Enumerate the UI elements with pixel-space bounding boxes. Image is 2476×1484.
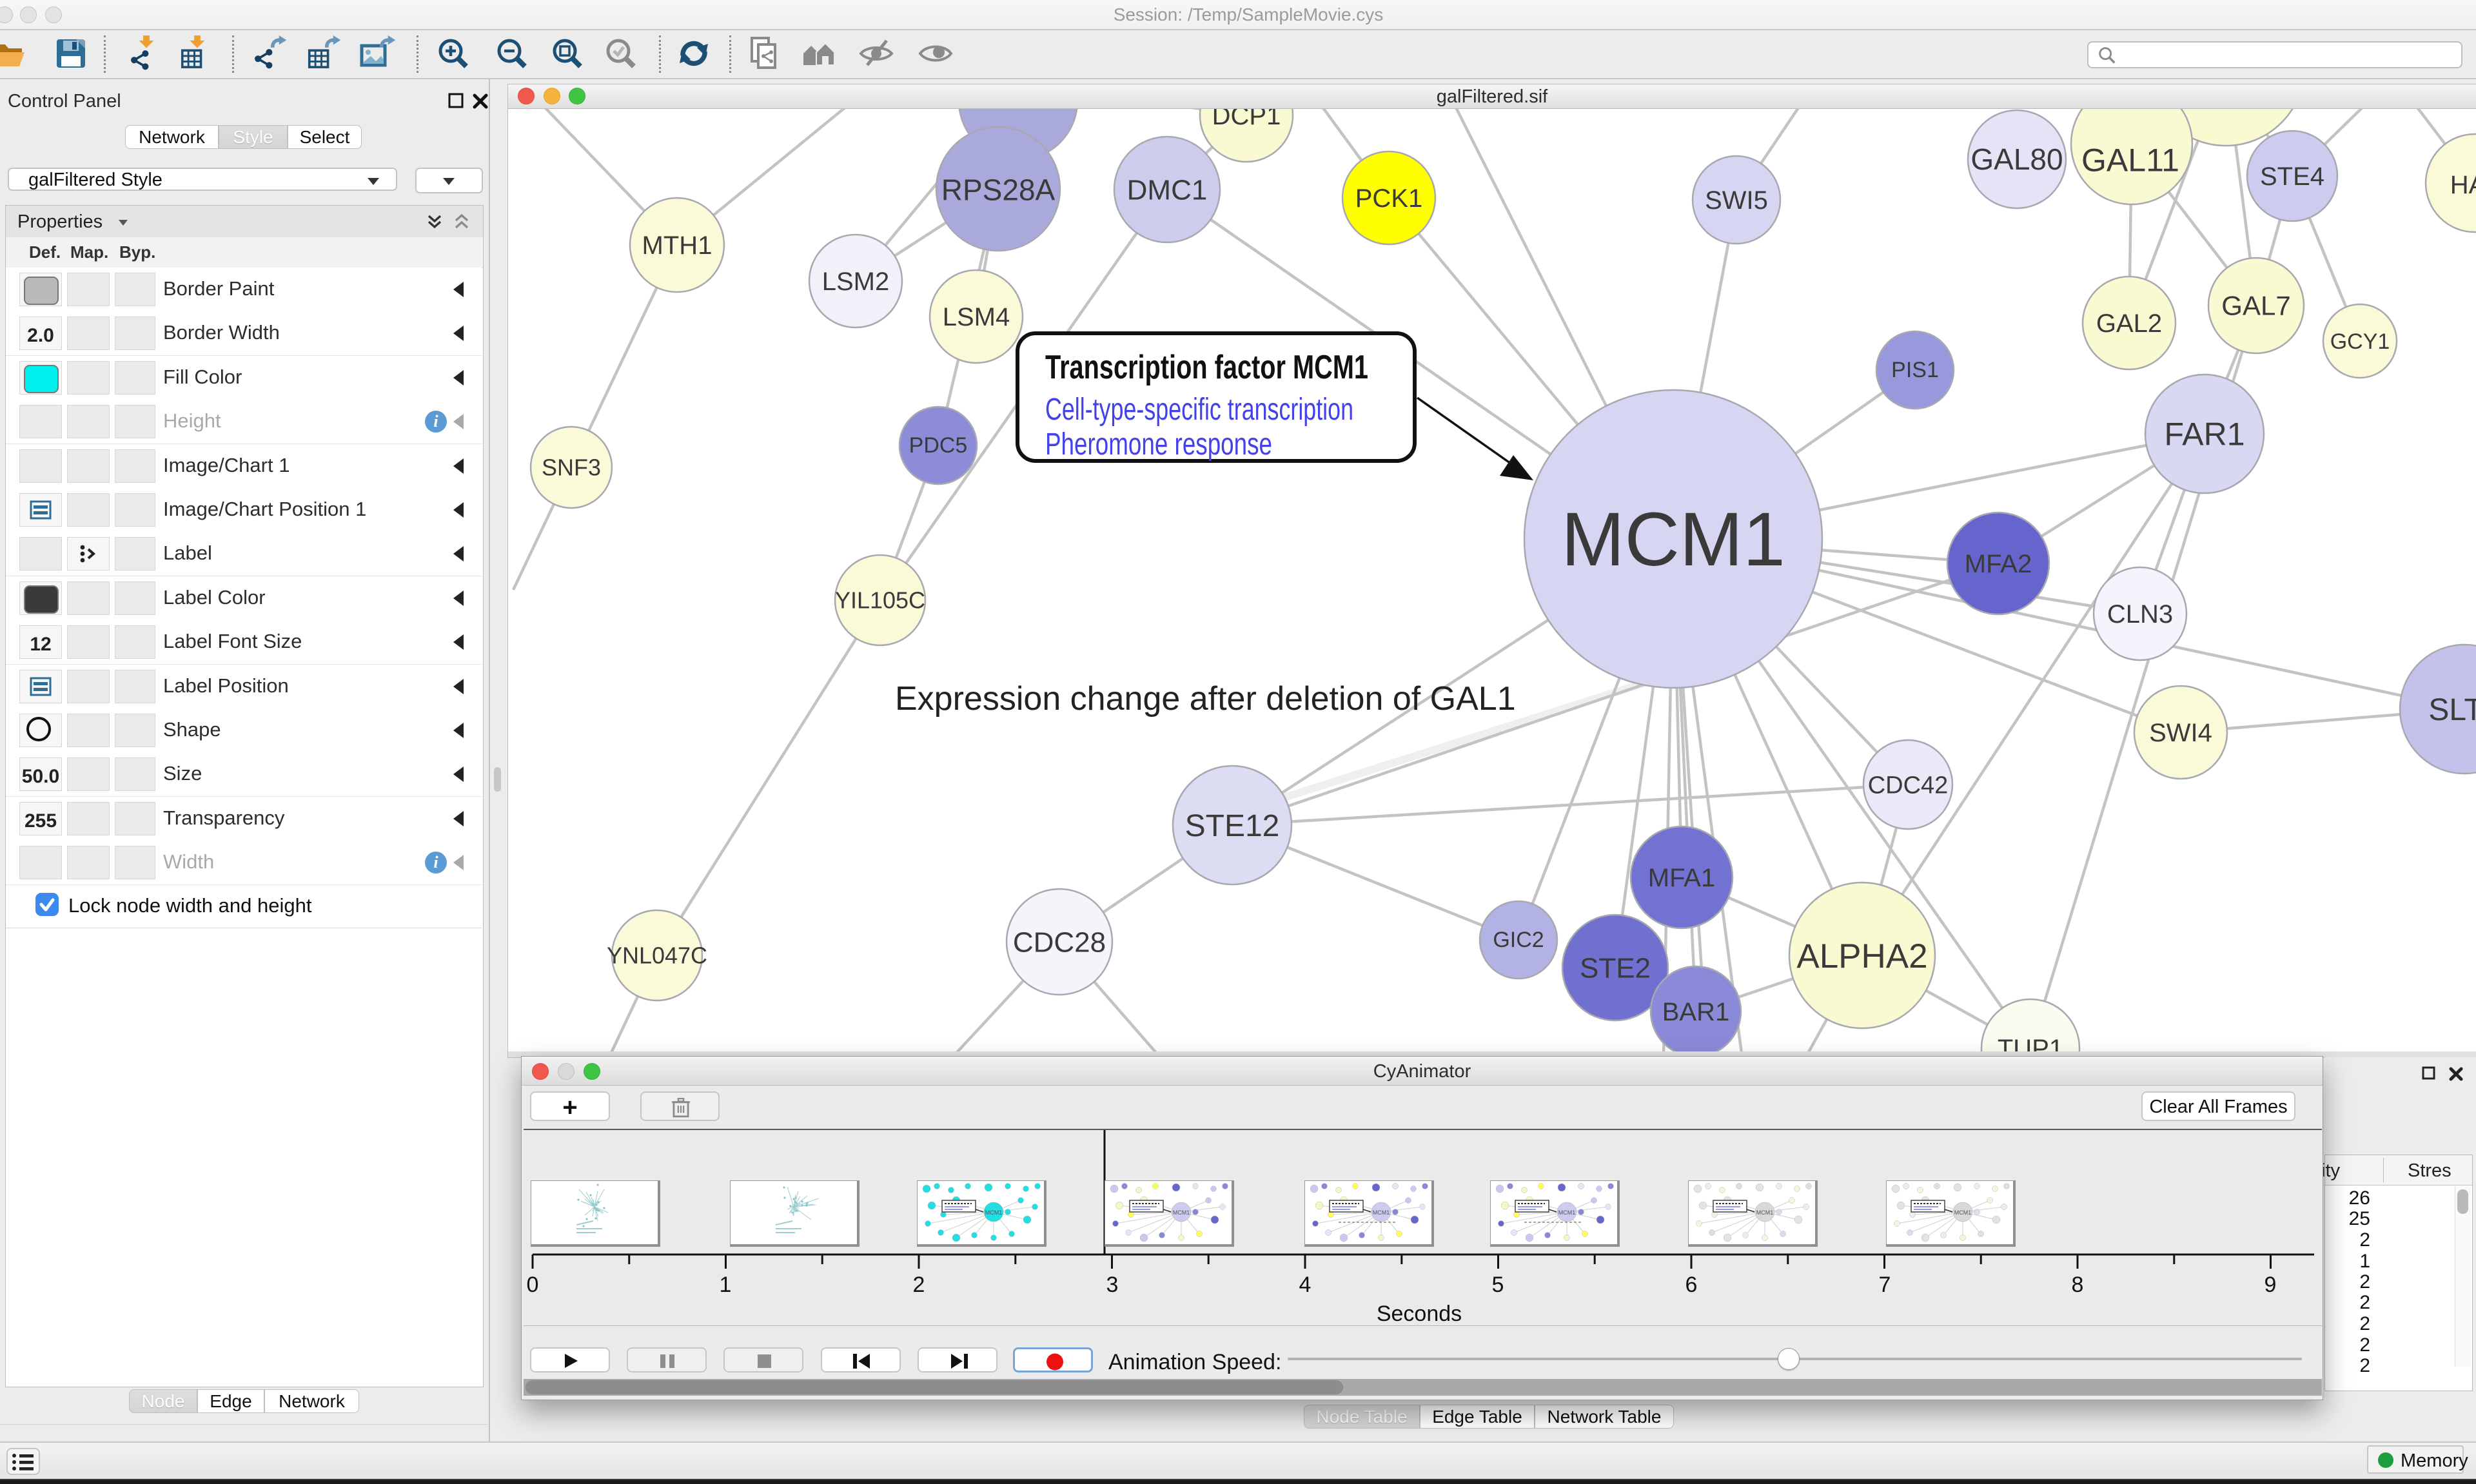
svg-text:GAL7: GAL7 — [2221, 291, 2290, 321]
svg-text:MFA2: MFA2 — [1965, 550, 2032, 578]
svg-text:MCM1: MCM1 — [985, 1209, 1003, 1216]
svg-text:ALPHA2: ALPHA2 — [1796, 937, 1927, 975]
svg-text:7: 7 — [1879, 1273, 1891, 1297]
svg-text:Pheromone response: Pheromone response — [1045, 427, 1272, 462]
svg-text:SLT2: SLT2 — [2428, 693, 2476, 727]
svg-text:DMC1: DMC1 — [1127, 174, 1208, 206]
svg-text:HAP2: HAP2 — [2450, 171, 2476, 199]
svg-text:STE12: STE12 — [1185, 809, 1280, 843]
svg-text:PIS1: PIS1 — [1891, 358, 1939, 382]
svg-text:GAL11: GAL11 — [2081, 142, 2179, 178]
svg-text:MCM1: MCM1 — [1954, 1209, 1972, 1216]
svg-text:9: 9 — [2265, 1273, 2277, 1297]
svg-text:Seconds: Seconds — [1377, 1302, 1462, 1326]
svg-text:Transcription factor MCM1: Transcription factor MCM1 — [1045, 349, 1368, 386]
svg-text:GIC2: GIC2 — [1493, 928, 1544, 952]
svg-text:CDC42: CDC42 — [1868, 772, 1949, 799]
svg-text:2: 2 — [913, 1273, 925, 1297]
svg-text:1: 1 — [720, 1273, 732, 1297]
svg-text:MFA1: MFA1 — [1648, 864, 1715, 892]
svg-text:STE4: STE4 — [2260, 162, 2324, 191]
svg-text:MCM1: MCM1 — [1561, 497, 1785, 582]
svg-text:MCM1: MCM1 — [1173, 1209, 1190, 1216]
svg-text:MTH1: MTH1 — [642, 231, 712, 260]
svg-text:MCM1: MCM1 — [1558, 1209, 1576, 1216]
svg-text:Cell-type-specific transcripti: Cell-type-specific transcription — [1045, 393, 1353, 427]
svg-text:6: 6 — [1685, 1273, 1698, 1297]
svg-text:0: 0 — [527, 1273, 539, 1297]
svg-text:YIL105C: YIL105C — [835, 587, 925, 614]
svg-text:RPS28A: RPS28A — [941, 173, 1056, 207]
svg-text:CLN3: CLN3 — [2107, 600, 2173, 629]
svg-text:PCK1: PCK1 — [1355, 184, 1423, 213]
svg-text:GCY1: GCY1 — [2330, 329, 2390, 354]
svg-text:8: 8 — [2072, 1273, 2084, 1297]
svg-text:CDC28: CDC28 — [1013, 926, 1106, 958]
svg-text:SWI4: SWI4 — [2149, 719, 2212, 747]
svg-text:GAL80: GAL80 — [1970, 142, 2063, 176]
svg-text:STE2: STE2 — [1580, 952, 1651, 984]
svg-text:BAR1: BAR1 — [1662, 998, 1730, 1026]
svg-text:Expression change after deleti: Expression change after deletion of GAL1 — [895, 680, 1516, 718]
svg-text:MCM1: MCM1 — [1373, 1209, 1390, 1216]
svg-text:MCM1: MCM1 — [1756, 1209, 1774, 1216]
svg-text:5: 5 — [1492, 1273, 1504, 1297]
svg-text:FAR1: FAR1 — [2164, 416, 2245, 453]
svg-text:PDC5: PDC5 — [909, 433, 968, 458]
svg-text:TUP1: TUP1 — [1998, 1035, 2063, 1051]
svg-text:LSM2: LSM2 — [822, 268, 890, 296]
svg-text:GAL2: GAL2 — [2096, 309, 2162, 338]
svg-text:YNL047C: YNL047C — [607, 942, 707, 969]
svg-text:3: 3 — [1106, 1273, 1119, 1297]
svg-text:LSM4: LSM4 — [943, 303, 1010, 331]
svg-text:SWI5: SWI5 — [1705, 186, 1768, 215]
svg-text:DCP1: DCP1 — [1212, 109, 1281, 130]
svg-text:SNF3: SNF3 — [542, 454, 601, 481]
svg-text:4: 4 — [1299, 1273, 1312, 1297]
